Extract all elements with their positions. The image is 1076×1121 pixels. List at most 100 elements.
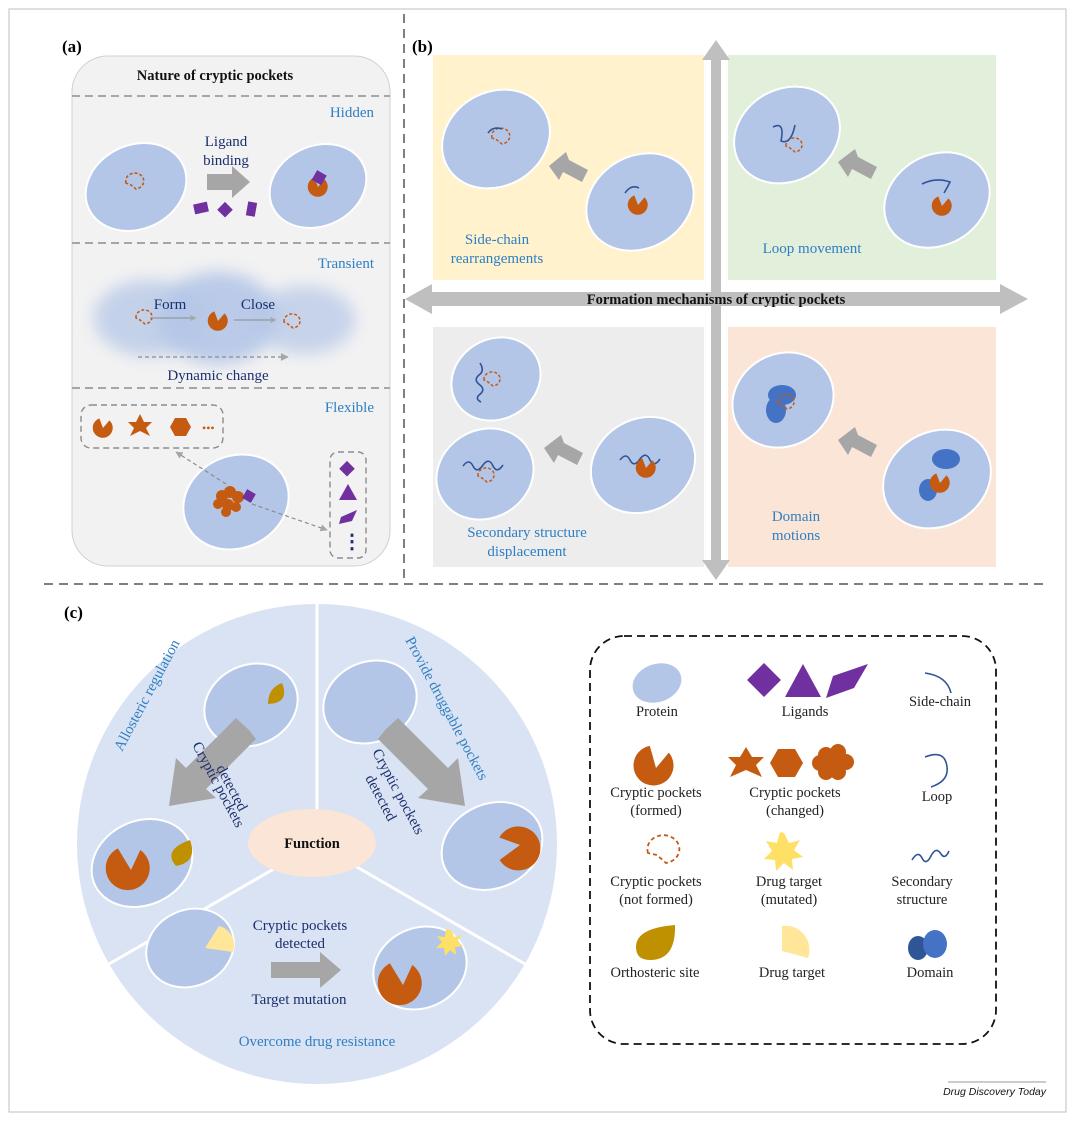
mutation-arrow-icon bbox=[271, 952, 341, 988]
detected-bottom-text-1: Cryptic pockets bbox=[253, 918, 348, 934]
legend-domain-text: Domain bbox=[907, 965, 954, 981]
legend-protein-text: Protein bbox=[636, 704, 679, 720]
pocket-not-formed-icon bbox=[785, 137, 803, 153]
mechanism-arrow-icon bbox=[838, 427, 877, 457]
ligand-icon bbox=[339, 460, 355, 477]
pocket-not-formed-icon bbox=[124, 172, 145, 190]
protein-shape bbox=[203, 662, 299, 748]
ligand-icon bbox=[242, 489, 256, 503]
detection-arrow-icon bbox=[378, 718, 465, 806]
panel-b-label: (b) bbox=[412, 37, 433, 56]
legend-drug-target-text: Drug target bbox=[759, 965, 825, 981]
pocket-formed-icon bbox=[105, 848, 150, 891]
legend-domain-icon bbox=[908, 936, 928, 960]
pocket-formed-icon bbox=[635, 458, 656, 478]
pocket-formed-icon bbox=[377, 963, 422, 1006]
vertical-ellipsis-text: ⋮ bbox=[342, 531, 362, 553]
legend-flexible-pocket-icon bbox=[812, 744, 854, 780]
legend-not-formed-text-2: (not formed) bbox=[619, 892, 693, 908]
legend-changed-text-2: (changed) bbox=[766, 803, 824, 819]
resistance-text: Overcome drug resistance bbox=[239, 1034, 396, 1050]
horizontal-axis-arrow bbox=[405, 284, 1028, 314]
vertical-axis-arrow bbox=[702, 40, 730, 580]
legend-ligand-icon bbox=[747, 663, 781, 697]
ligand-shapes-arrow bbox=[251, 503, 328, 532]
figure-frame bbox=[8, 8, 1067, 1113]
protein-shape bbox=[84, 142, 188, 232]
pocket-not-formed-icon bbox=[483, 371, 501, 387]
protein-blurred bbox=[158, 272, 278, 364]
pocket-formed-icon bbox=[627, 195, 648, 215]
legend-side-chain-text: Side-chain bbox=[909, 694, 972, 710]
mechanism-arrow-icon bbox=[544, 435, 583, 465]
detection-arrow-icon bbox=[169, 718, 256, 806]
pocket-shapes-box bbox=[80, 404, 224, 449]
legend-ligand-icon bbox=[826, 664, 868, 698]
legend-orthosteric-icon bbox=[636, 925, 676, 960]
legend-ligands-text: Ligands bbox=[782, 704, 829, 720]
legend-formed-text-2: (formed) bbox=[630, 803, 682, 819]
binding-arrow-icon bbox=[207, 166, 250, 198]
protein-shape bbox=[450, 336, 542, 422]
pocket-not-formed-icon bbox=[477, 467, 495, 483]
pocket-formed-icon bbox=[207, 311, 228, 331]
close-text: Close bbox=[241, 297, 276, 313]
side-chain-icon bbox=[624, 186, 640, 194]
legend-box bbox=[589, 635, 997, 1045]
legend-pocket-not-formed-icon bbox=[646, 834, 681, 864]
flexible-label: Flexible bbox=[325, 400, 375, 416]
star-pocket-icon bbox=[128, 414, 152, 436]
side-chain-text-1: Side-chain bbox=[465, 232, 530, 248]
secondary-structure-icon bbox=[475, 362, 484, 403]
panel-a-label: (a) bbox=[62, 37, 82, 56]
detected-bottom-text-2: detected bbox=[275, 936, 325, 952]
panel-c-label: (c) bbox=[64, 603, 83, 622]
legend-loop-icon bbox=[924, 753, 948, 788]
secondary-text-2: displacement bbox=[487, 544, 567, 560]
loop-movement-text: Loop movement bbox=[763, 241, 863, 257]
legend-changed-text-1: Cryptic pockets bbox=[749, 785, 841, 801]
protein-shape bbox=[733, 85, 841, 185]
legend-domain-icon bbox=[923, 930, 947, 958]
domain-icon bbox=[932, 449, 960, 469]
drug-target-icon bbox=[205, 926, 235, 952]
flexible-pocket-icon bbox=[213, 486, 244, 517]
orthosteric-site-icon bbox=[171, 840, 193, 866]
ligand-icon bbox=[311, 170, 327, 186]
ligand-icon bbox=[217, 201, 233, 218]
legend-drug-target-icon bbox=[782, 925, 810, 958]
loop-icon bbox=[921, 179, 952, 194]
orthosteric-site-icon bbox=[268, 683, 285, 704]
protein-blurred bbox=[255, 286, 355, 354]
domain-text-2: motions bbox=[772, 528, 821, 544]
legend-protein-icon bbox=[632, 663, 682, 703]
panel-b: (b) Formation mechanisms of cryptic pock… bbox=[405, 37, 1028, 580]
protein-shape bbox=[268, 143, 368, 229]
mechanism-arrow-icon bbox=[838, 149, 877, 179]
transient-label: Transient bbox=[318, 256, 375, 272]
legend-loop-text: Loop bbox=[922, 789, 953, 805]
ligand-icon bbox=[193, 201, 209, 215]
journal-credit: Drug Discovery Today bbox=[943, 1086, 1047, 1098]
side-chain-icon bbox=[487, 127, 503, 134]
protein-shape bbox=[435, 427, 535, 521]
legend: Protein Ligands Side-chain Cryptic pocke… bbox=[589, 635, 997, 1045]
secondary-text-1: Secondary structure bbox=[467, 525, 587, 541]
ligand-icon bbox=[245, 201, 258, 217]
side-chain-text-2: rearrangements bbox=[451, 251, 544, 267]
domain-icon bbox=[766, 397, 786, 423]
ligand-binding-text-1: Ligand bbox=[205, 134, 248, 150]
panel-a-title: Nature of cryptic pockets bbox=[137, 68, 294, 84]
protein-shape bbox=[145, 907, 235, 989]
mechanism-arrow-icon bbox=[549, 152, 588, 182]
pocket-formed-icon bbox=[931, 196, 952, 216]
pocket-not-formed-icon bbox=[777, 394, 795, 410]
ligand-icon bbox=[339, 510, 357, 524]
ligand-binding-text-2: binding bbox=[203, 153, 249, 169]
ellipsis-text: ••• bbox=[202, 421, 215, 435]
target-mutation-text: Target mutation bbox=[252, 992, 347, 1008]
legend-mutated-target-icon bbox=[764, 832, 803, 871]
pocket-not-formed-icon bbox=[490, 127, 511, 145]
legend-mutated-text-2: (mutated) bbox=[761, 892, 818, 908]
hidden-label: Hidden bbox=[330, 105, 375, 121]
